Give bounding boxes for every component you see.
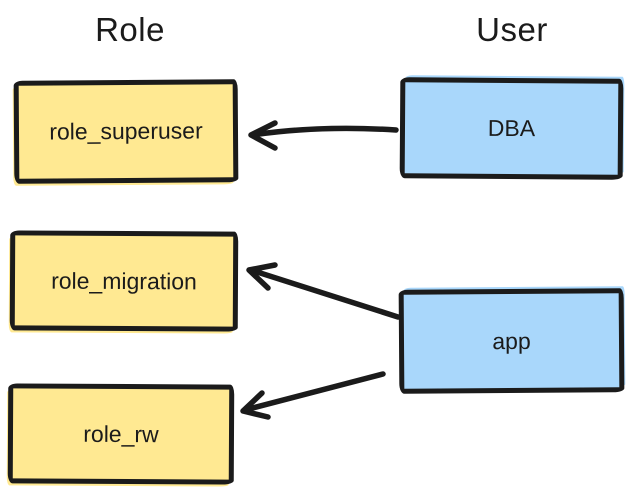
node-dba: DBA <box>399 77 624 180</box>
node-app: app <box>398 288 625 394</box>
node-role-rw-label: role_rw <box>83 420 159 447</box>
node-role-rw: role_rw <box>7 383 235 485</box>
arrow-app-to-role-rw <box>240 371 386 420</box>
node-role-migration: role_migration <box>9 230 239 332</box>
arrow-app-to-role-migration <box>246 262 401 320</box>
column-header-user: User <box>476 11 548 48</box>
column-header-role: Role <box>95 11 165 48</box>
node-dba-label: DBA <box>487 114 536 142</box>
arrow-dba-to-role-superuser <box>248 120 399 151</box>
node-role-superuser-label: role_superuser <box>49 117 203 145</box>
node-role-migration-label: role_migration <box>51 267 197 294</box>
node-app-label: app <box>492 327 531 354</box>
node-role-superuser: role_superuser <box>13 79 239 184</box>
